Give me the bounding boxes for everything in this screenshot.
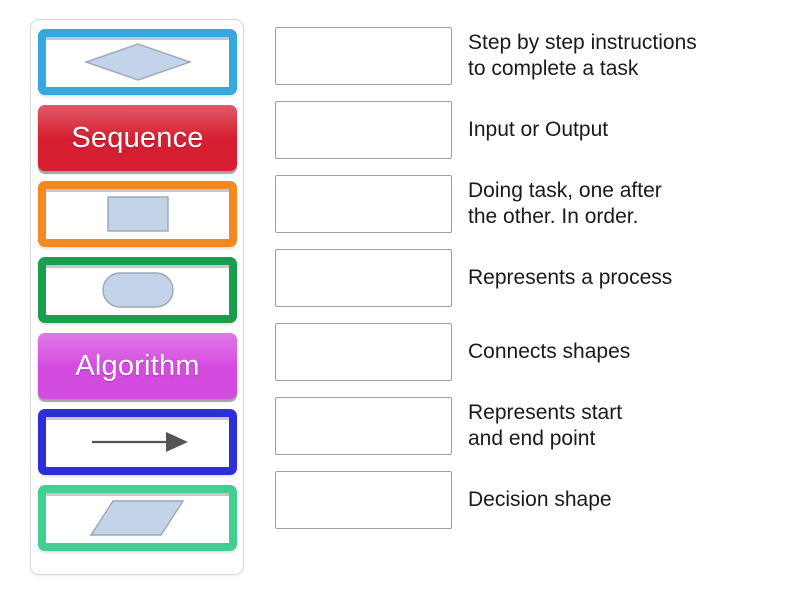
rounded-rectangle-shape-icon [101,272,174,308]
drop-box[interactable] [275,175,452,233]
answer-label: Input or Output [468,118,609,141]
drop-box[interactable] [275,471,452,529]
answer-label: Decision shape [468,488,612,511]
diamond-shape-icon [83,43,192,81]
tile-sequence-label: Sequence [71,121,204,154]
answer-row: Represents start and end point [275,397,775,455]
tile-terminator-inner [46,265,229,315]
tile-algorithm[interactable]: Algorithm [38,333,237,399]
answer-label: Represents start and end point [468,401,623,450]
tile-rectangle-inner [46,189,229,239]
tile-diamond[interactable] [38,29,237,95]
parallelogram-shape-icon [89,500,184,536]
answer-row: Step by step instructions to complete a … [275,27,775,85]
tile-algorithm-label: Algorithm [75,349,200,382]
tile-parallelogram[interactable] [38,485,237,551]
answer-row: Represents a process [275,249,775,307]
answer-row: Connects shapes [275,323,775,381]
drop-box[interactable] [275,101,452,159]
answer-row: Decision shape [275,471,775,529]
tile-diamond-inner [46,37,229,87]
tile-arrow-inner [46,417,229,467]
drop-box[interactable] [275,27,452,85]
tile-sequence[interactable]: Sequence [38,105,237,171]
arrow-right-shape-icon [91,432,188,452]
tile-parallelogram-inner [46,493,229,543]
tile-panel: Sequence Algorithm [30,19,244,575]
answer-label: Step by step instructions to complete a … [468,31,697,80]
rectangle-shape-icon [106,196,169,232]
answer-label: Connects shapes [468,340,631,363]
answer-label: Represents a process [468,266,673,289]
answer-row: Doing task, one after the other. In orde… [275,175,775,233]
tile-rectangle[interactable] [38,181,237,247]
drop-box[interactable] [275,397,452,455]
answer-label: Doing task, one after the other. In orde… [468,179,662,228]
answer-row: Input or Output [275,101,775,159]
answer-column: Step by step instructions to complete a … [275,27,775,545]
drop-box[interactable] [275,249,452,307]
tile-arrow[interactable] [38,409,237,475]
drop-box[interactable] [275,323,452,381]
tile-terminator[interactable] [38,257,237,323]
